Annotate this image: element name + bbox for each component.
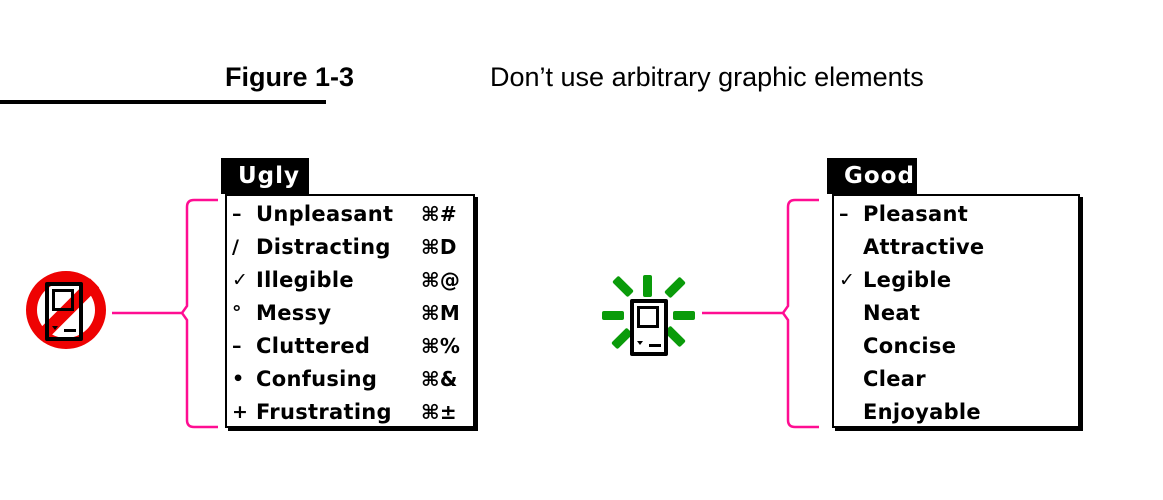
menu-item-label: Pleasant (863, 201, 969, 226)
macintosh-icon (45, 282, 83, 341)
menu-item-messy[interactable]: ° Messy ⌘M (227, 296, 473, 329)
checkmark-icon: ✓ (232, 268, 249, 291)
item-marker-icon: – (232, 334, 242, 357)
prohibition-circle-icon (26, 271, 106, 349)
mac-disk-slot (64, 329, 76, 332)
shine-ray-icon (673, 311, 695, 320)
menu-item-illegible[interactable]: ✓ Illegible ⌘@ (227, 263, 473, 296)
menu-item-label: Cluttered (256, 333, 371, 358)
menu-item-label: Messy (256, 300, 332, 325)
mac-logo-dot (637, 341, 643, 345)
brace-left (180, 198, 218, 429)
menu-item-cluttered[interactable]: – Cluttered ⌘% (227, 329, 473, 362)
keyboard-shortcut: ⌘% (421, 333, 461, 358)
menu-item-label: Frustrating (256, 399, 392, 424)
menu-item-label: Distracting (256, 234, 391, 259)
menu-item-enjoyable[interactable]: Enjoyable (834, 395, 1078, 428)
menu-item-legible[interactable]: ✓ Legible (834, 263, 1078, 296)
prohibited-macintosh-icon (26, 271, 108, 351)
menu-item-unpleasant[interactable]: – Unpleasant ⌘# (227, 197, 473, 230)
item-marker-icon: – (232, 202, 242, 225)
item-marker-icon: • (232, 367, 245, 390)
figure-caption: Don’t use arbitrary graphic elements (490, 62, 924, 92)
shine-ray-icon (643, 275, 652, 297)
menu-item-label: Unpleasant (256, 201, 394, 226)
menu-item-label: Neat (863, 300, 921, 325)
menu-item-confusing[interactable]: • Confusing ⌘& (227, 362, 473, 395)
brace-right (781, 198, 819, 429)
menu-item-label: Illegible (256, 267, 354, 292)
ugly-menu: – Unpleasant ⌘# / Distracting ⌘D ✓ Illeg… (225, 194, 475, 428)
keyboard-shortcut: ⌘# (421, 201, 457, 226)
menu-item-label: Enjoyable (863, 399, 981, 424)
mac-disk-slot (649, 344, 661, 347)
keyboard-shortcut: ⌘@ (421, 267, 461, 292)
shining-macintosh-icon (600, 268, 696, 358)
keyboard-shortcut: ⌘± (421, 399, 457, 424)
menu-item-pleasant[interactable]: – Pleasant (834, 197, 1078, 230)
item-marker-icon: + (232, 400, 249, 423)
menu-item-label: Clear (863, 366, 926, 391)
menu-item-label: Confusing (256, 366, 378, 391)
mac-logo-dot (52, 326, 58, 330)
shine-ray-icon (664, 276, 686, 299)
good-menu: – Pleasant Attractive ✓ Legible Neat Con… (832, 194, 1080, 428)
shine-ray-icon (612, 275, 634, 298)
menu-item-attractive[interactable]: Attractive (834, 230, 1078, 263)
menu-item-concise[interactable]: Concise (834, 329, 1078, 362)
keyboard-shortcut: ⌘& (421, 366, 458, 391)
keyboard-shortcut: ⌘D (421, 234, 457, 259)
ugly-menu-title[interactable]: Ugly (221, 158, 309, 194)
mac-screen (637, 306, 659, 328)
item-marker-icon: / (232, 235, 240, 258)
shine-ray-icon (602, 311, 624, 320)
figure-label: Figure 1-3 (225, 62, 355, 92)
mac-screen (52, 289, 74, 311)
menu-item-frustrating[interactable]: + Frustrating ⌘± (227, 395, 473, 428)
menu-item-label: Attractive (863, 234, 985, 259)
good-menu-title[interactable]: Good (827, 158, 917, 194)
menu-item-clear[interactable]: Clear (834, 362, 1078, 395)
keyboard-shortcut: ⌘M (421, 300, 461, 325)
menu-item-label: Legible (863, 267, 952, 292)
macintosh-icon (630, 299, 668, 356)
menu-item-label: Concise (863, 333, 957, 358)
caption-rule (0, 100, 326, 104)
menu-item-neat[interactable]: Neat (834, 296, 1078, 329)
item-marker-icon: – (839, 202, 849, 225)
item-marker-icon: ° (232, 301, 242, 324)
menu-item-distracting[interactable]: / Distracting ⌘D (227, 230, 473, 263)
checkmark-icon: ✓ (839, 268, 856, 291)
